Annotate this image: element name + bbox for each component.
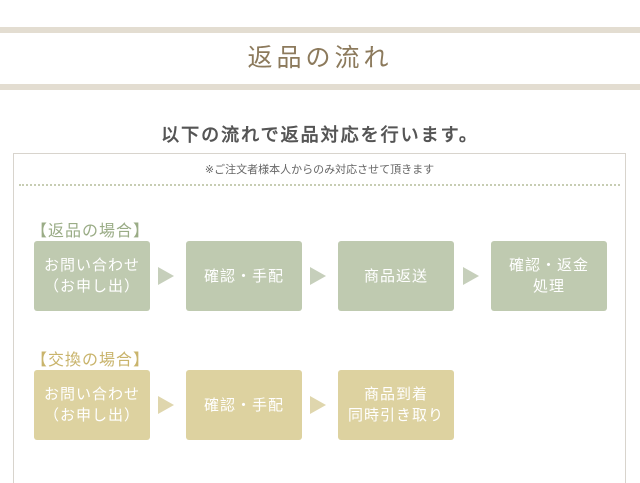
triangle-right-icon <box>310 267 326 285</box>
intro-subtitle: 以下の流れで返品対応を行います。 <box>161 125 479 146</box>
exchange-step-confirm: 確認・手配 <box>186 370 302 440</box>
customer-note: ※ご注文者様本人からのみ対応させて頂きます <box>204 163 435 176</box>
return-step-ship-back: 商品返送 <box>338 241 454 311</box>
step-label: 商品到着 <box>363 385 428 403</box>
dotted-divider <box>19 184 620 186</box>
step-label: 確認・手配 <box>203 266 284 285</box>
return-section-title: 【返品の場合】 <box>31 221 151 240</box>
exchange-step-arrival-pickup: 商品到着 同時引き取り <box>338 370 454 440</box>
triangle-right-icon <box>463 267 479 285</box>
return-step-refund: 確認・返金 処理 <box>491 241 607 311</box>
step-label: お問い合わせ <box>43 385 140 403</box>
step-label-sub: （お申し出） <box>43 406 140 424</box>
flow-panel: ※ご注文者様本人からのみ対応させて頂きます 【返品の場合】 お問い合わせ （お申… <box>13 153 626 483</box>
step-label: 確認・返金 <box>508 256 589 274</box>
return-step-inquiry: お問い合わせ （お申し出） <box>34 241 150 311</box>
return-step-confirm: 確認・手配 <box>186 241 302 311</box>
step-label: 商品返送 <box>363 266 428 285</box>
step-label-sub: （お申し出） <box>43 277 140 295</box>
return-flow-row: お問い合わせ （お申し出） 確認・手配 商品返送 確認・返金 処理 <box>34 241 624 311</box>
triangle-right-icon <box>310 396 326 414</box>
step-label-sub: 処理 <box>532 277 565 295</box>
step-label-sub: 同時引き取り <box>347 406 444 424</box>
header-band-bottom <box>0 84 640 90</box>
page-title: 返品の流れ <box>247 43 393 72</box>
step-label: お問い合わせ <box>43 256 140 274</box>
exchange-flow-row: お問い合わせ （お申し出） 確認・手配 商品到着 同時引き取り <box>34 370 624 440</box>
triangle-right-icon <box>158 267 174 285</box>
step-label: 確認・手配 <box>203 395 284 414</box>
header-band-top <box>0 27 640 33</box>
exchange-step-inquiry: お問い合わせ （お申し出） <box>34 370 150 440</box>
triangle-right-icon <box>158 396 174 414</box>
exchange-section-title: 【交換の場合】 <box>31 350 151 369</box>
